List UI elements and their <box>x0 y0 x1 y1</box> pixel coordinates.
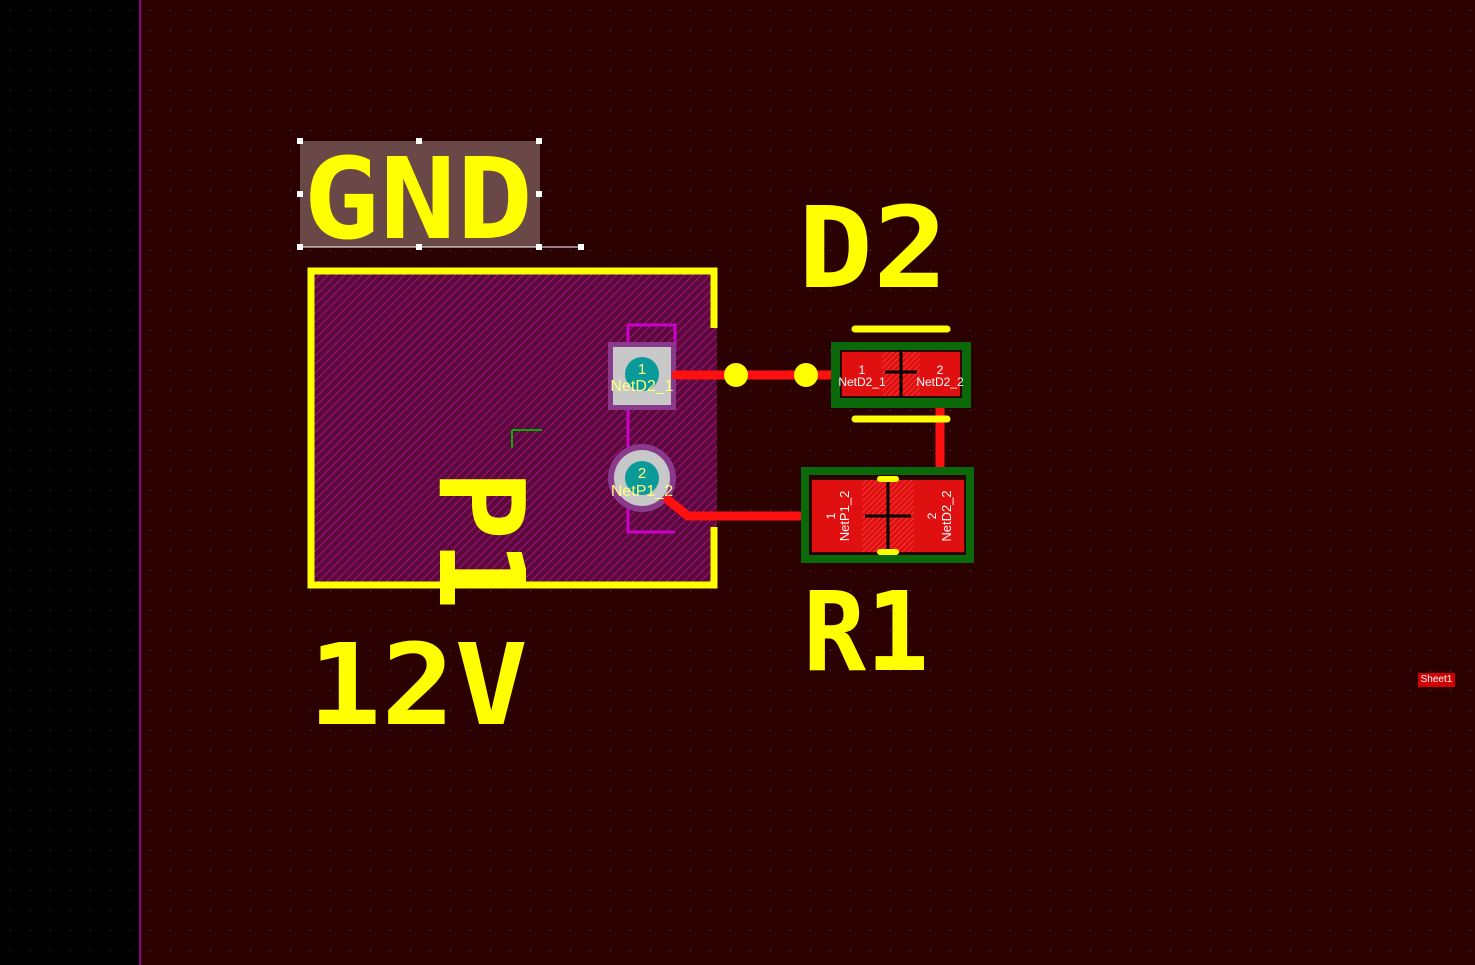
r1-pad-1[interactable] <box>812 480 862 552</box>
p1-pad-1[interactable]: 1 NetD2_1 <box>608 342 676 410</box>
p1-keepout-bottom <box>626 505 675 534</box>
component-d2[interactable]: D2 1 NetD2_1 2 NetD2_2 <box>798 184 971 423</box>
r1-pad-1-net: NetP1_2 <box>837 491 852 542</box>
component-p1[interactable]: P1 1 NetD2_1 2 NetP1_2 <box>307 267 718 610</box>
p1-designator[interactable]: P1 <box>412 470 550 610</box>
p1-silkscreen-outline <box>307 267 718 589</box>
d2-designator[interactable]: D2 <box>798 184 948 314</box>
track-vertex-handle[interactable] <box>794 363 818 387</box>
p1-pad-2-net: NetP1_2 <box>611 483 673 500</box>
d2-pad-1-net: NetD2_1 <box>838 375 886 389</box>
d2-pad-2-net: NetD2_2 <box>916 375 964 389</box>
d2-pad-1-number: 1 <box>859 363 866 377</box>
p1-pad-2[interactable]: 2 NetP1_2 <box>608 444 676 512</box>
p1-pad-1-net: NetD2_1 <box>610 378 673 395</box>
gnd-label[interactable]: GND <box>303 135 533 265</box>
r1-pad-2-number: 2 <box>925 512 939 519</box>
track-vertex-handle[interactable] <box>724 363 748 387</box>
r1-pad-2[interactable] <box>914 480 964 552</box>
d2-pad-1[interactable] <box>842 352 882 396</box>
12v-label[interactable]: 12V <box>308 621 528 751</box>
p1-pad-2-number: 2 <box>638 465 646 482</box>
gnd-label-group[interactable]: GND <box>297 135 584 265</box>
p1-pad-1-hole <box>625 357 659 391</box>
p1-pad-2-hole <box>625 461 659 495</box>
track-netp1-2[interactable] <box>663 495 817 521</box>
sheet-tag[interactable]: Sheet1 <box>1418 673 1455 687</box>
r1-pad-1-number: 1 <box>824 512 838 519</box>
selection-highlight <box>300 141 540 247</box>
p1-pad-1-number: 1 <box>638 361 646 378</box>
component-r1[interactable]: 1 NetP1_2 2 NetD2_2 R1 <box>801 467 974 696</box>
p1-origin-marker <box>511 429 542 448</box>
d2-pad-2[interactable] <box>920 352 960 396</box>
canvas-outside-area <box>0 0 140 965</box>
d2-pad-2-number: 2 <box>937 363 944 377</box>
r1-pad-2-net: NetD2_2 <box>939 490 954 541</box>
r1-designator[interactable]: R1 <box>803 568 929 696</box>
